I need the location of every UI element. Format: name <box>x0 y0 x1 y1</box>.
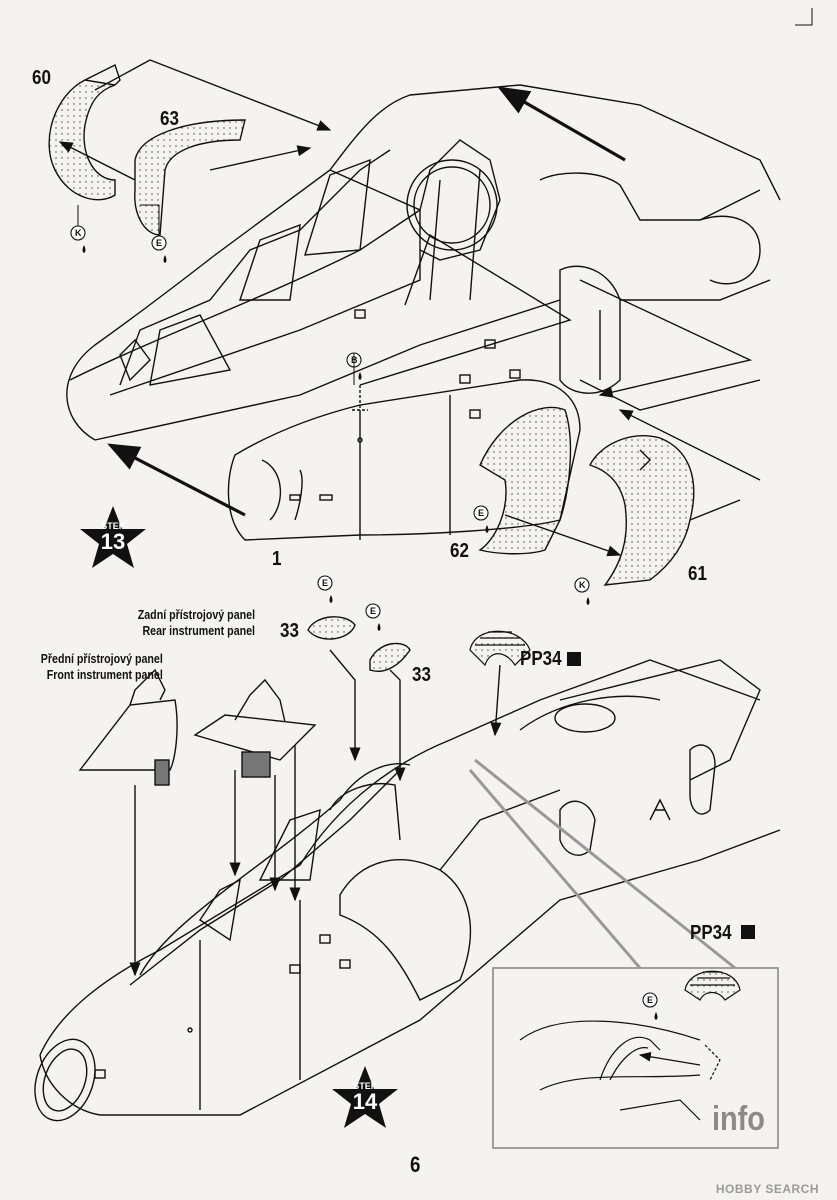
part-60-label: 60 <box>32 67 51 89</box>
part-33b-label: 33 <box>412 664 431 686</box>
callout-leaders <box>77 204 355 385</box>
step14-fuselage <box>34 659 781 1122</box>
paint-code-e: E <box>156 238 163 248</box>
pp34b-label: PP34 <box>690 922 732 944</box>
pp34-mark-icon <box>567 652 581 666</box>
step14-arrows <box>129 649 502 977</box>
front-panel-en: Front instrument panel <box>46 667 164 682</box>
rear-panel-shape <box>193 678 317 778</box>
step14-number: 14 <box>352 1089 378 1114</box>
step13-fuselage <box>66 84 781 541</box>
paint-code-e: E <box>478 508 485 518</box>
pp34a-label: PP34 <box>520 648 562 670</box>
part-61-shape <box>589 435 695 586</box>
step13-arrows <box>58 59 761 557</box>
paint-code-e: E <box>370 606 377 616</box>
paint-code-e: E <box>647 995 654 1005</box>
part-1-label: 1 <box>272 548 282 570</box>
info-box <box>468 758 779 1149</box>
step14-badge: STEP 14 <box>333 1067 397 1131</box>
rear-panel-en: Rear instrument panel <box>142 623 255 638</box>
paint-code-b: B <box>351 355 358 365</box>
paint-code-k: K <box>75 228 82 238</box>
part-62-shape <box>478 406 572 555</box>
step13-badge: STEP 13 <box>81 507 145 571</box>
paint-code-k: K <box>579 580 586 590</box>
part-60-shape <box>48 64 121 201</box>
front-panel-shape <box>78 668 178 786</box>
part-33-shapes <box>307 616 411 672</box>
part-63-shape <box>134 119 246 236</box>
step13-word: STEP <box>101 521 125 531</box>
watermark: HOBBY SEARCH <box>715 1182 819 1196</box>
step14-word: STEP <box>353 1081 377 1091</box>
paint-drops <box>82 245 658 1020</box>
part-62-label: 62 <box>450 540 469 562</box>
pp34-mark-icon <box>741 925 755 939</box>
step14-star <box>332 1066 398 1128</box>
part-63-label: 63 <box>160 108 179 130</box>
info-label: info <box>712 1100 765 1138</box>
part-61-label: 61 <box>688 563 707 585</box>
front-panel-cz: Přední přístrojový panel <box>40 651 163 666</box>
part-33a-label: 33 <box>280 620 299 642</box>
pp34-shapes <box>469 630 741 1001</box>
front-panel-caption: Přední přístrojový panel Front instrumen… <box>41 651 163 683</box>
color-callouts <box>70 225 658 1008</box>
page-number: 6 <box>410 1152 421 1177</box>
paint-code-e: E <box>322 578 329 588</box>
rear-panel-cz: Zadní přístrojový panel <box>137 607 255 622</box>
step13-number: 13 <box>100 529 126 554</box>
rear-panel-caption: Zadní přístrojový panel Rear instrument … <box>138 607 255 639</box>
step13-star <box>80 506 146 568</box>
